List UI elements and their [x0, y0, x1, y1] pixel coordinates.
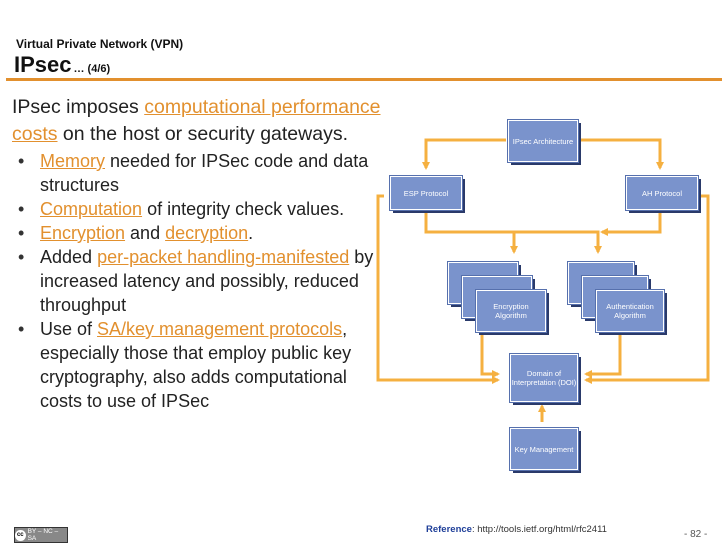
license-text: BY – NC – SA	[27, 528, 59, 542]
bullet-text: needed for IPSec code and data structure…	[40, 151, 369, 195]
bullet-highlight: SA/key management protocols	[97, 319, 343, 339]
key-management-label: Key Management	[514, 444, 574, 454]
bullet-key-management: Use of SA/key management protocols, espe…	[12, 317, 382, 413]
key-management-box: Key Management	[510, 428, 578, 470]
bullet-text: and	[125, 223, 166, 243]
reference-label: Reference	[426, 524, 472, 535]
bullet-text: by increased latency and possibly, reduc…	[40, 247, 374, 315]
encryption-algorithm-box: Encryption Algorithm	[476, 290, 546, 332]
bullet-highlight: Computation	[40, 199, 143, 219]
arrow-arch-to-esp	[422, 138, 506, 170]
title-divider	[6, 78, 722, 81]
ipsec-architecture-box: IPsec Architecture	[508, 120, 578, 162]
intro-paragraph: IPsec imposes computational performance …	[12, 94, 382, 148]
bullet-list: Memory needed for IPSec code and data st…	[12, 149, 382, 413]
reference-url: : http://tools.ietf.org/html/rfc2411	[471, 524, 607, 535]
bullet-pre: Added	[40, 247, 98, 267]
arrow-esp-to-encryption	[424, 208, 518, 254]
creative-commons-icon: cc	[15, 529, 26, 541]
authentication-algorithm-label: Authentication Algorithm	[606, 302, 654, 320]
arrow-authentication-to-doi	[584, 326, 622, 378]
intro-post: on the host or security gateways.	[57, 123, 348, 145]
bullet-computation: Computation of integrity check values.	[12, 197, 382, 221]
slide-counter: … (4/6)	[73, 63, 111, 75]
slide-title-text: IPsec	[14, 52, 72, 77]
esp-protocol-box: ESP Protocol	[390, 176, 462, 210]
bullet-encryption: Encryption and decryption.	[12, 221, 382, 245]
authentication-algorithm-box: Authentication Algorithm	[596, 290, 664, 332]
bullet-highlight: Memory	[40, 151, 106, 171]
bullet-text: of integrity check values.	[142, 199, 345, 219]
bullet-highlight: per-packet handling-manifested	[97, 247, 350, 267]
intro-pre: IPsec imposes	[12, 96, 145, 118]
encryption-algorithm-label: Encryption Algorithm	[493, 302, 529, 320]
arrow-esp-to-doi	[376, 194, 500, 384]
page-number: - 82 -	[684, 529, 708, 540]
intro-highlight: computational performance costs	[12, 96, 381, 145]
doi-box: Domain of Interpretation (DOI)	[510, 354, 578, 402]
arrow-arch-to-ah	[580, 138, 664, 170]
slide-title: IPsec… (4/6)	[14, 52, 110, 78]
ipsec-architecture-diagram: IPsec Architecture ESP Protocol AH Proto…	[370, 96, 720, 516]
arrow-ah-to-doi	[584, 194, 710, 384]
arrow-esp-to-authentication	[514, 230, 602, 254]
doi-label: Domain of Interpretation (DOI)	[511, 369, 577, 387]
arrow-ah-to-authentication	[600, 208, 662, 236]
bullet-highlight: Encryption	[40, 223, 126, 243]
slide-body: IPsec imposes computational performance …	[12, 94, 382, 413]
bullet-per-packet: Added per-packet handling-manifested by …	[12, 245, 382, 317]
bullet-pre: Use of	[40, 319, 98, 339]
deck-subtitle: Virtual Private Network (VPN)	[16, 37, 184, 51]
license-badge: cc BY – NC – SA	[14, 527, 68, 543]
reference-line: Reference: http://tools.ietf.org/html/rf…	[426, 524, 607, 535]
arrow-encryption-to-doi	[480, 326, 500, 378]
ipsec-architecture-label: IPsec Architecture	[512, 136, 574, 146]
ah-protocol-label: AH Protocol	[641, 188, 683, 198]
bullet-text: , especially those that employ public ke…	[40, 319, 352, 411]
esp-protocol-label: ESP Protocol	[403, 188, 449, 198]
bullet-highlight-2: decryption	[165, 223, 249, 243]
bullet-text: .	[248, 223, 254, 243]
ah-protocol-box: AH Protocol	[626, 176, 698, 210]
diagram-connectors	[376, 138, 710, 422]
bullet-memory: Memory needed for IPSec code and data st…	[12, 149, 382, 197]
